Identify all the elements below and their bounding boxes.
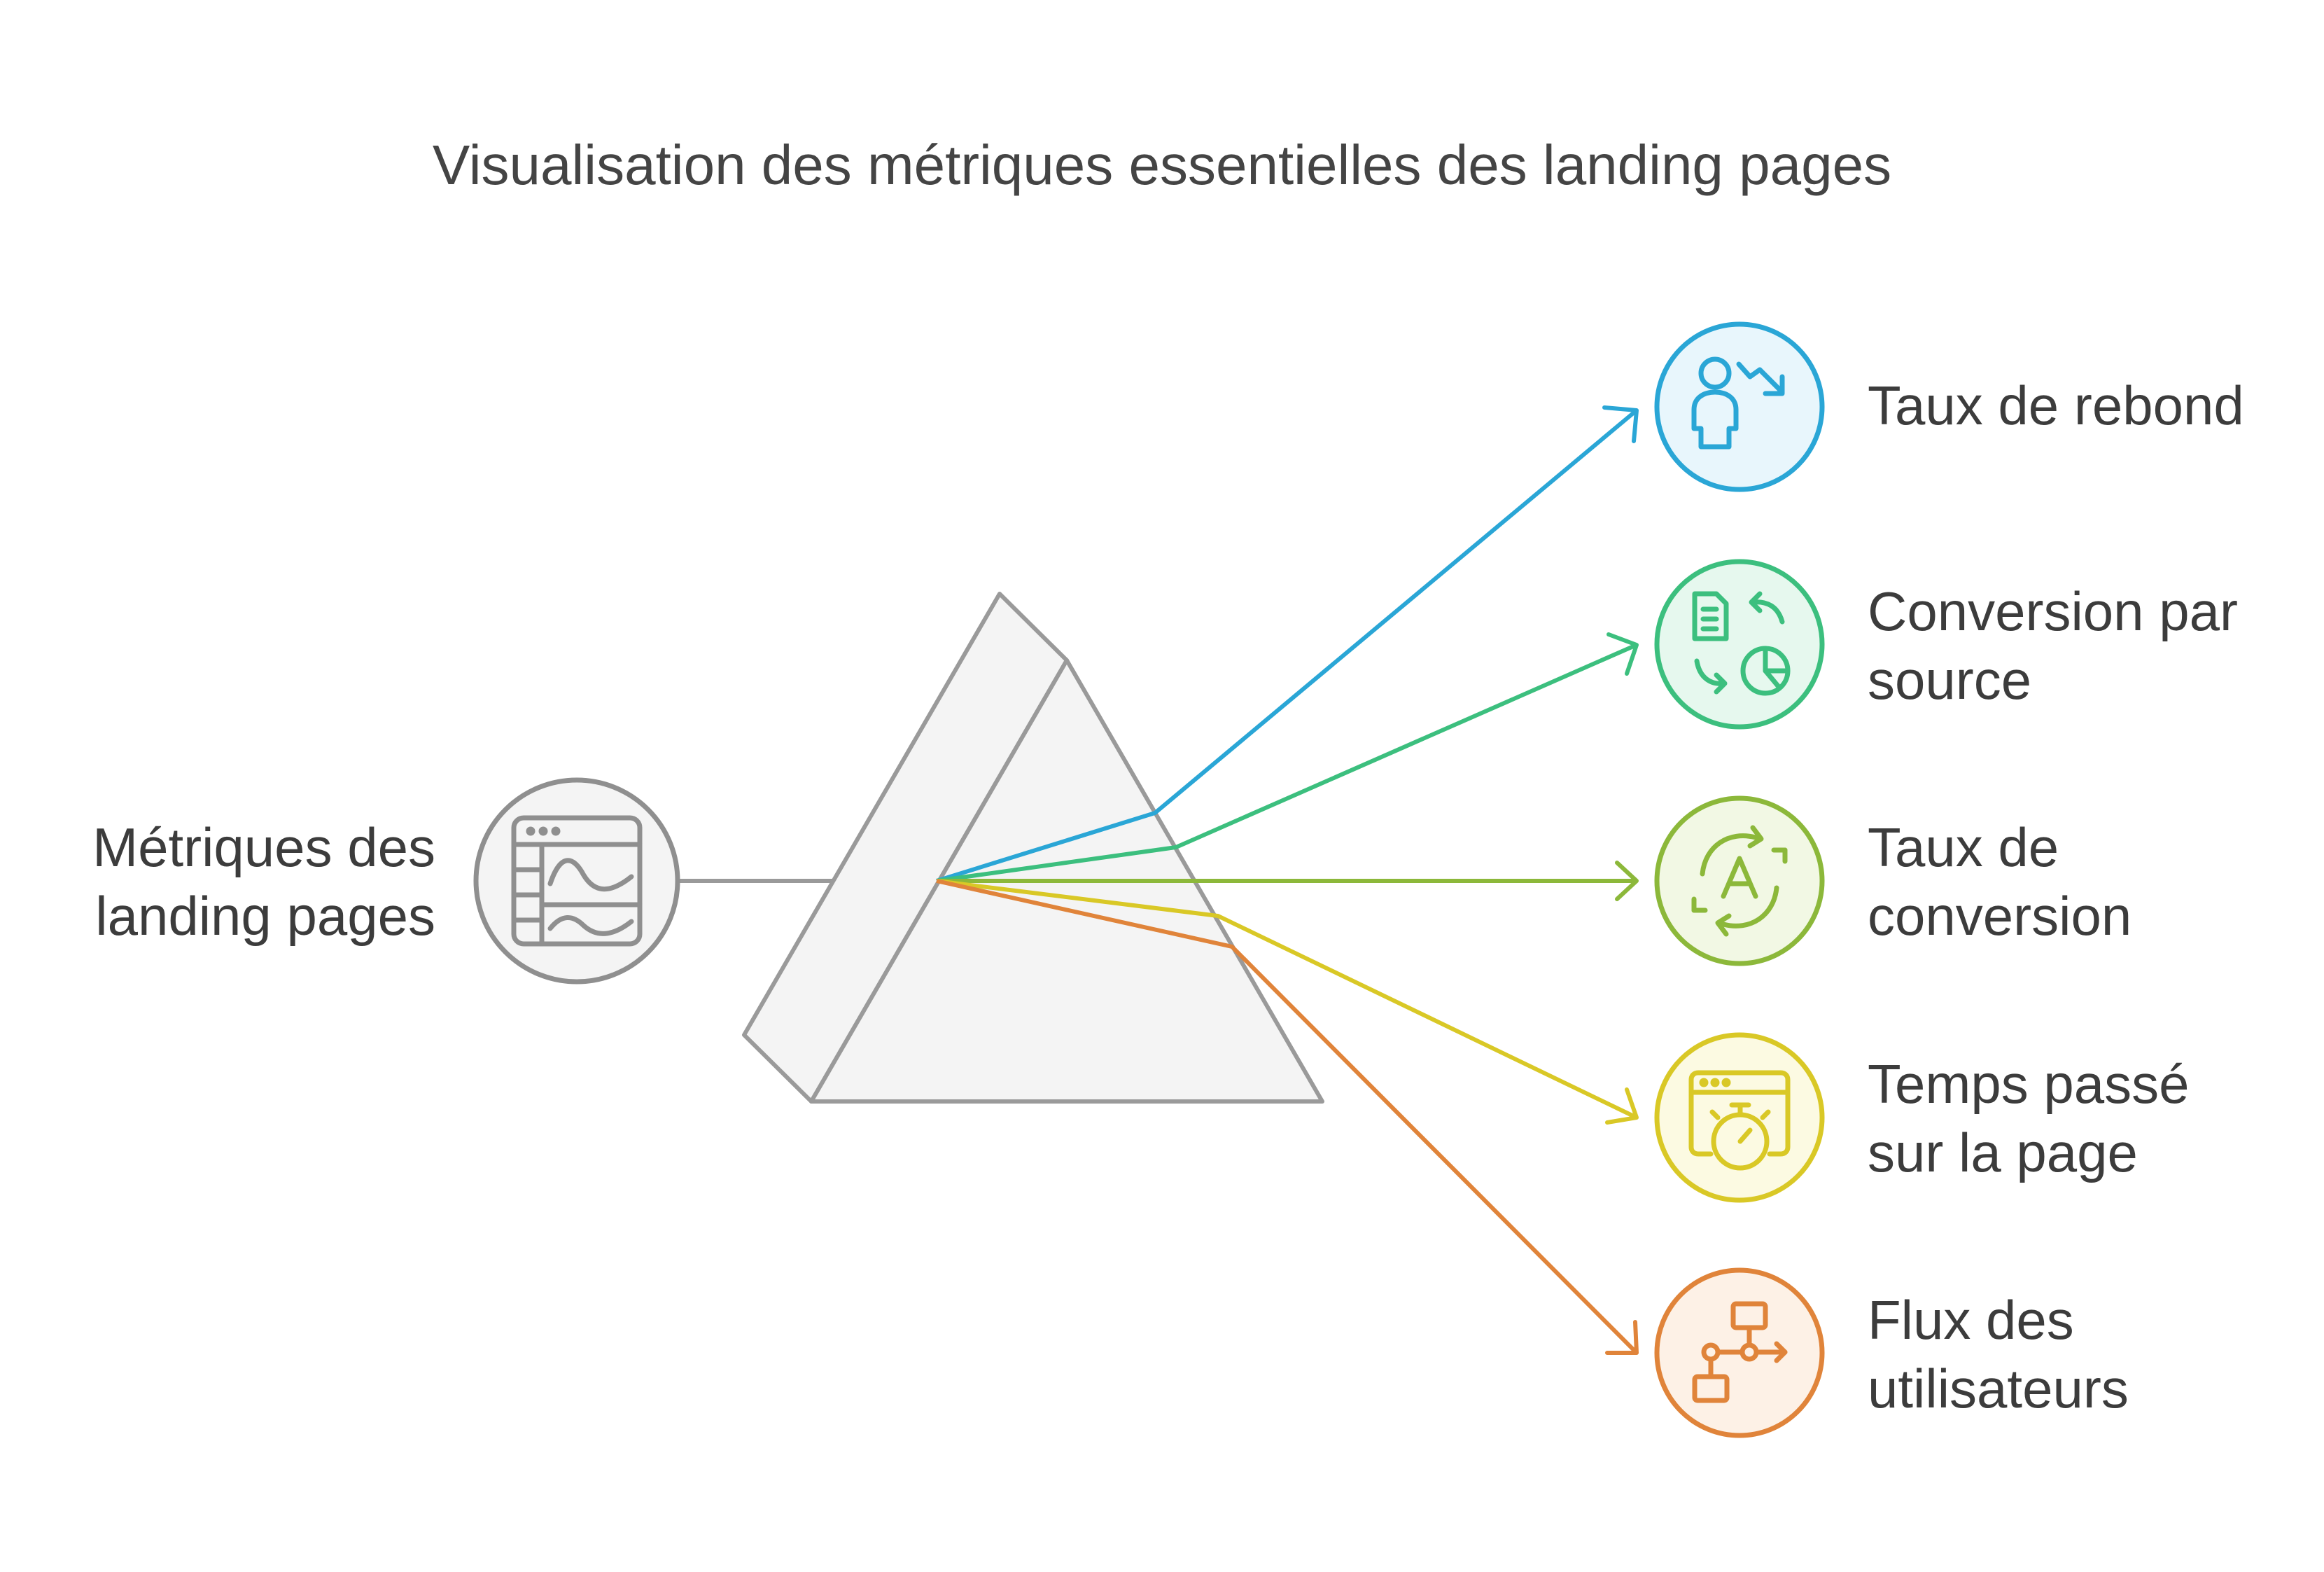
user-bounce-icon: [1691, 356, 1785, 450]
conversion-by-source-circle: [1654, 559, 1825, 730]
label-line: sur la page: [1868, 1122, 2138, 1183]
ray-conversion-by-source-arrowhead: [1606, 632, 1639, 676]
prism: [742, 592, 1324, 1104]
ray-bounce-rate: [936, 408, 1638, 883]
label-line: conversion: [1868, 885, 2132, 947]
node-conversion-by-source: [1654, 559, 1825, 730]
time-on-page-circle: [1654, 1032, 1825, 1203]
document-chart-exchange-icon: [1692, 591, 1791, 696]
ray-time-on-page: [936, 879, 1638, 1120]
source-node: [473, 777, 680, 985]
source-label-line: Métriques des: [92, 816, 435, 878]
node-conversion-rate: [1654, 795, 1825, 966]
conversion-rate-circle: [1654, 795, 1825, 966]
label-line: Flux des: [1868, 1289, 2074, 1351]
ray-conversion-rate-arrowhead: [1615, 861, 1639, 901]
ray-bounce-rate-arrowhead: [1602, 405, 1639, 443]
bounce-rate-circle: [1654, 321, 1825, 492]
node-user-flow: [1654, 1267, 1825, 1438]
source-label-line: landing pages: [95, 885, 435, 947]
ray-time-on-page-arrowhead: [1605, 1087, 1639, 1125]
label-conversion-by-source: Conversion par source: [1868, 577, 2238, 714]
flowchart-icon: [1692, 1301, 1788, 1403]
diagram-title: Visualisation des métriques essentielles…: [432, 134, 1892, 196]
analytics-dashboard-icon: [511, 815, 643, 947]
source-label: Métriques des landing pages: [92, 813, 435, 950]
label-time-on-page: Temps passé sur la page: [1868, 1050, 2190, 1187]
ray-conversion-by-source: [936, 643, 1638, 883]
ab-cycle-icon: [1691, 825, 1788, 937]
label-user-flow: Flux des utilisateurs: [1868, 1286, 2129, 1423]
browser-stopwatch-icon: [1688, 1070, 1791, 1171]
label-line: Taux de rebond: [1868, 375, 2244, 436]
ray-user-flow-arrowhead: [1605, 1320, 1639, 1355]
label-conversion-rate: Taux de conversion: [1868, 813, 2132, 950]
source-circle: [473, 777, 680, 985]
label-line: Conversion par: [1868, 580, 2238, 642]
node-time-on-page: [1654, 1032, 1825, 1203]
label-line: utilisateurs: [1868, 1358, 2129, 1419]
output-rays: [936, 405, 1639, 1355]
label-line: Temps passé: [1868, 1053, 2190, 1115]
label-line: Taux de: [1868, 816, 2059, 878]
ray-user-flow: [936, 879, 1639, 1355]
label-line: source: [1868, 649, 2032, 711]
label-bounce-rate: Taux de rebond: [1868, 371, 2244, 440]
node-bounce-rate: [1654, 321, 1825, 492]
